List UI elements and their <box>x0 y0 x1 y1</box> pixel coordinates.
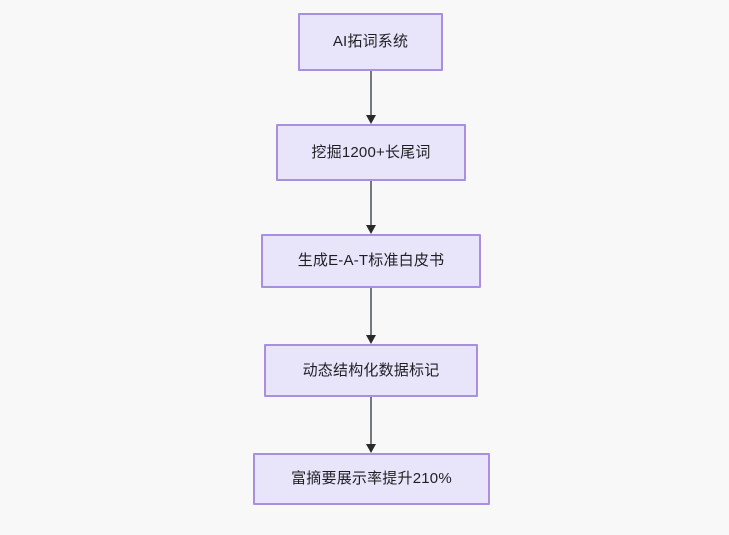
arrow-down-icon <box>366 225 376 234</box>
flow-node-generate-eat-whitepaper[interactable]: 生成E-A-T标准白皮书 <box>261 234 481 288</box>
arrow-down-icon <box>366 115 376 124</box>
flow-edge-n1-n2 <box>370 71 372 116</box>
flow-node-label: 富摘要展示率提升210% <box>291 470 452 487</box>
flow-node-label: AI拓词系统 <box>332 33 409 50</box>
flow-edge-n3-n4 <box>370 288 372 336</box>
flow-node-label: 动态结构化数据标记 <box>302 361 440 379</box>
flow-node-label: 生成E-A-T标准白皮书 <box>297 252 445 269</box>
flow-node-ai-keyword-system[interactable]: AI拓词系统 <box>298 13 443 71</box>
flow-node-dynamic-structured-data-markup[interactable]: 动态结构化数据标记 <box>264 344 478 397</box>
flow-edge-n4-n5 <box>370 397 372 445</box>
flow-node-mine-longtail-keywords[interactable]: 挖掘1200+长尾词 <box>276 124 466 181</box>
arrow-down-icon <box>366 444 376 453</box>
flow-node-rich-snippet-impression-lift[interactable]: 富摘要展示率提升210% <box>253 453 490 505</box>
flow-node-label: 挖掘1200+长尾词 <box>311 143 431 161</box>
flow-edge-n2-n3 <box>370 181 372 226</box>
arrow-down-icon <box>366 335 376 344</box>
